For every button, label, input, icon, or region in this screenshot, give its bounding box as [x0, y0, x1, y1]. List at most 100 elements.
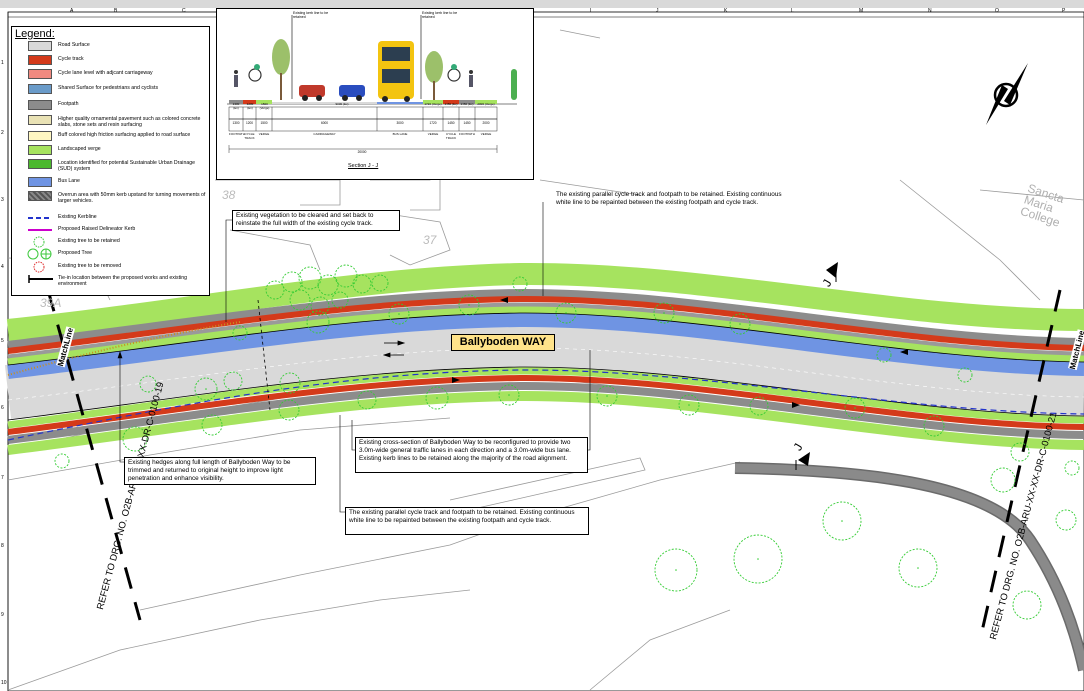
legend-item: Shared Surface for pedestrians and cycli…	[12, 84, 211, 96]
grid-row: 7	[1, 475, 4, 481]
grid-row: 3	[1, 197, 4, 203]
section-lane-label: FOOTPATH	[459, 132, 475, 136]
tree-proposed-icon	[27, 248, 52, 260]
section-dim-top: 2000 (Verge)	[477, 102, 495, 106]
legend-item: Landscaped verge	[12, 145, 211, 157]
legend-label: Proposed Raised Delineator Kerb	[58, 226, 136, 232]
legend-item: Road Surface	[12, 41, 211, 53]
legend-label: Footpath	[58, 101, 79, 107]
legend-label: Location identified for potential Sustai…	[58, 160, 195, 172]
legend-item: Proposed Tree	[12, 248, 211, 261]
section-jj-panel: Existing kerb line to be retained Existi…	[216, 8, 534, 180]
section-dim-top: 9000 (Ex)	[335, 102, 349, 106]
section-jj-title: Section J - J	[348, 163, 379, 169]
section-dim-top: 1300 (Ex)	[232, 102, 240, 110]
legend-panel: Legend: Road Surface Cycle track Cycle l…	[11, 26, 210, 296]
legend-label: Higher quality ornamental pavement such …	[58, 116, 201, 128]
legend-item: Proposed Raised Delineator Kerb	[12, 225, 211, 237]
section-dim: 6000	[320, 121, 329, 125]
grid-row: 2	[1, 130, 4, 136]
legend-label: Road Surface	[58, 42, 90, 48]
callout-hedges: Existing hedges along full length of Bal…	[124, 457, 316, 485]
grid-row: 4	[1, 264, 4, 270]
tree-retained-icon	[33, 236, 45, 248]
section-dim: 1500	[260, 121, 268, 125]
section-dim: 1300	[232, 121, 240, 125]
house-number: 38	[222, 188, 236, 202]
legend-swatch	[28, 41, 52, 51]
grid-col: P	[1062, 8, 1066, 14]
legend-item: Footpath	[12, 100, 211, 112]
section-dim-top: 1450 (Ex)	[444, 102, 458, 106]
section-dim: 1450	[447, 121, 455, 125]
section-dim: 1450	[463, 121, 471, 125]
section-lane-label: BUS LANE	[392, 132, 408, 136]
legend-label: Cycle lane level with adjcant carriagewa…	[58, 70, 153, 76]
legend-swatch	[28, 145, 52, 155]
window-top-bar	[0, 0, 1084, 8]
legend-swatch	[28, 131, 52, 141]
section-lane-label: VERGE	[480, 132, 492, 136]
section-note: Existing kerb line to be retained	[422, 11, 458, 19]
section-note: Existing kerb line to be retained	[293, 11, 329, 19]
legend-swatch	[28, 100, 52, 110]
grid-col: A	[70, 8, 74, 14]
grid-row: 9	[1, 612, 4, 618]
section-jj-drawing	[227, 15, 517, 153]
grid-row: 1	[1, 60, 4, 66]
section-dim: 3000	[396, 121, 404, 125]
section-lane-label: VERGE	[427, 132, 439, 136]
legend-label: Existing tree to be removed	[58, 263, 122, 269]
legend-item: Higher quality ornamental pavement such …	[12, 115, 211, 128]
grid-col: M	[859, 8, 864, 14]
legend-line-swatch	[28, 229, 52, 231]
grid-col: C	[182, 8, 186, 14]
grid-row: 5	[1, 338, 4, 344]
legend-swatch	[28, 115, 52, 125]
legend-label: Overrun area with 50mm kerb upstand for …	[58, 192, 206, 204]
legend-item: Cycle track	[12, 55, 211, 67]
callout-north-retained: The existing parallel cycle track and fo…	[556, 191, 782, 206]
north-arrow	[986, 63, 1028, 125]
legend-swatch	[28, 177, 52, 187]
grid-col: J	[656, 8, 659, 14]
section-dim-top: 1500 (Verge)	[259, 102, 270, 110]
callout-cross-section: Existing cross-section of Ballyboden Way…	[355, 437, 588, 473]
legend-item: Location identified for potential Sustai…	[12, 159, 211, 172]
section-lane-label: VERGE	[258, 132, 270, 136]
legend-label: Bus Lane	[58, 178, 80, 184]
grid-col: B	[114, 8, 118, 14]
legend-label: Tie-in location between the proposed wor…	[58, 275, 187, 287]
callout-vegetation: Existing vegetation to be cleared and se…	[232, 210, 400, 231]
legend-label: Existing Kerbline	[58, 214, 97, 220]
legend-title: Legend:	[15, 28, 55, 40]
house-number: 39A	[40, 296, 62, 310]
section-dim: 1720	[429, 121, 437, 125]
grid-col: K	[724, 8, 728, 14]
grid-col: L	[791, 8, 794, 14]
legend-item: Overrun area with 50mm kerb upstand for …	[12, 191, 211, 204]
legend-item: Tie-in location between the proposed wor…	[12, 274, 211, 287]
section-dim-top: 1450 (Ex)	[460, 102, 474, 106]
legend-swatch	[28, 191, 52, 201]
callout-south-retained: The existing parallel cycle track and fo…	[345, 507, 589, 535]
grid-row: 10	[1, 680, 7, 686]
section-lane-label: CYCLE TRACK	[445, 132, 457, 140]
section-dim: 2000	[482, 121, 490, 125]
road-name-label: Ballyboden WAY	[451, 334, 555, 351]
legend-label: Shared Surface for pedestrians and cycli…	[58, 85, 159, 91]
legend-swatch	[28, 69, 52, 79]
section-lane-label: CYCLE TRACK	[244, 132, 255, 140]
legend-label: Landscaped verge	[58, 146, 101, 152]
legend-swatch	[28, 84, 52, 94]
legend-item: Cycle lane level with adjcant carriagewa…	[12, 69, 211, 81]
grid-col: N	[928, 8, 932, 14]
legend-label: Cycle track	[58, 56, 84, 62]
legend-item: Existing Kerbline	[12, 213, 211, 225]
section-lane-label: CARRIAGEWAY	[313, 132, 336, 136]
tie-in-icon	[28, 275, 53, 283]
grid-row: 6	[1, 405, 4, 411]
legend-swatch	[28, 159, 52, 169]
grid-col: O	[995, 8, 999, 14]
